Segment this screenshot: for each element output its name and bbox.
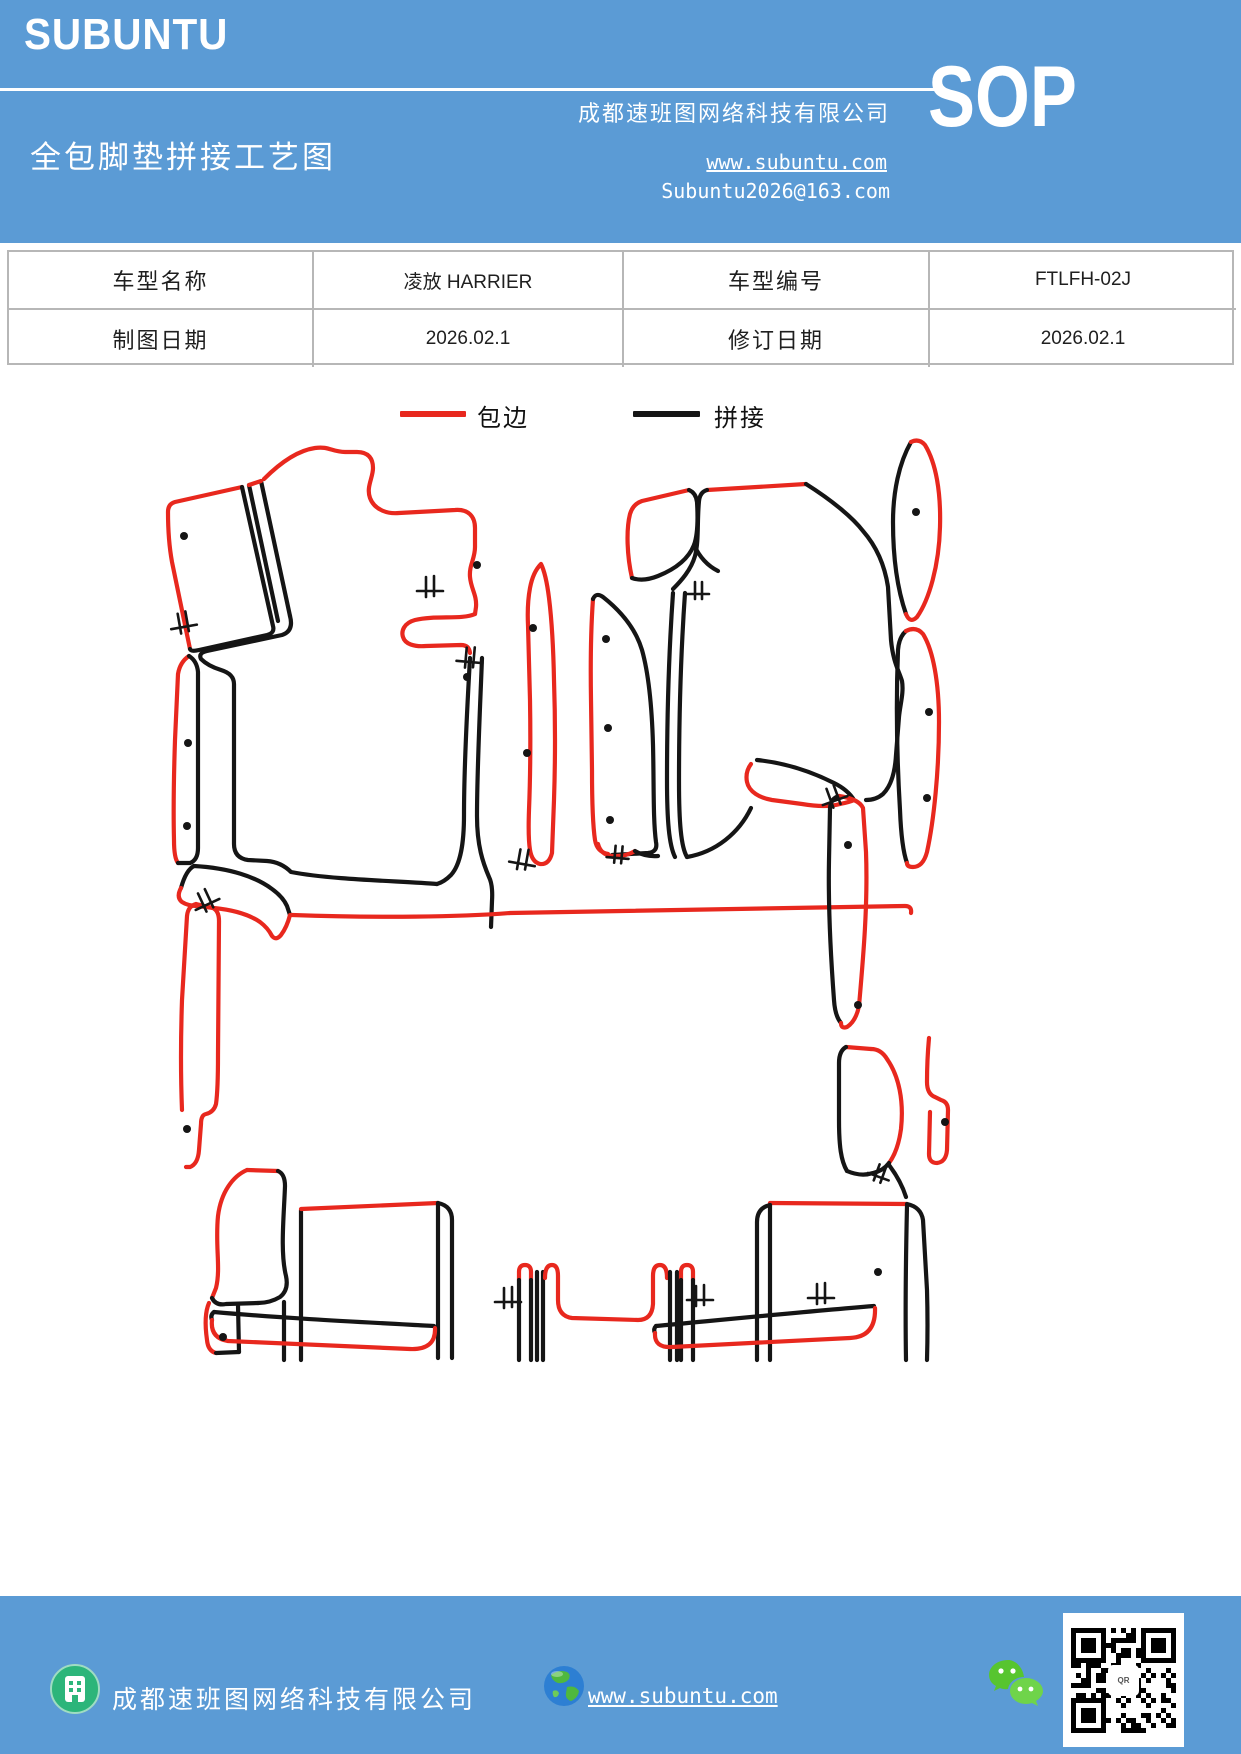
globe-icon xyxy=(544,1666,584,1706)
header-divider xyxy=(0,88,936,91)
draw-date-label: 制图日期 xyxy=(9,310,314,367)
model-name-label: 车型名称 xyxy=(9,252,314,310)
qr-code: QR xyxy=(1063,1613,1184,1747)
company-building-icon xyxy=(50,1664,100,1714)
alignment-dots xyxy=(180,508,949,1341)
header-email: Subuntu2026@163.com xyxy=(661,179,890,203)
line-legend: 包边 拼接 xyxy=(0,398,1241,434)
front-left-mat-group xyxy=(165,445,495,941)
qr-grid: QR xyxy=(1071,1627,1176,1733)
rear-right-mat-group xyxy=(652,1044,930,1363)
revise-date-value: 2026.02.1 xyxy=(1040,327,1126,349)
model-code-label: 车型编号 xyxy=(624,252,930,310)
center-red-connector-line xyxy=(289,903,914,919)
legend-black-label: 拼接 xyxy=(714,406,766,432)
model-code-value: FTLFH-02J xyxy=(930,252,1236,310)
footer-banner xyxy=(0,1596,1241,1754)
legend-black-line-swatch xyxy=(633,411,700,417)
legend-red-label: 包边 xyxy=(477,406,529,432)
page-title: 全包脚垫拼接工艺图 xyxy=(30,140,336,175)
header-website-link[interactable]: www.subuntu.com xyxy=(706,150,887,174)
right-door-sill-strip xyxy=(826,793,869,1030)
footer-website-link[interactable]: www.subuntu.com xyxy=(588,1684,778,1708)
brand-logo: SUBUNTU xyxy=(24,10,229,59)
stitch-stop-marks xyxy=(169,574,890,1310)
model-name-value: 凌放 HARRIER xyxy=(314,252,624,310)
right-edge-blade-pieces xyxy=(890,438,951,1166)
mat-pattern-diagram xyxy=(165,438,951,1363)
footer-company-name: 成都速班图网络科技有限公司 xyxy=(112,1687,477,1714)
draw-date-value: 2026.02.1 xyxy=(314,310,624,367)
revise-date-label: 修订日期 xyxy=(624,310,930,367)
wechat-icon xyxy=(989,1660,1043,1706)
legend-red-line-swatch xyxy=(400,411,466,417)
vehicle-info-table: 车型名称 凌放 HARRIER 车型编号 FTLFH-02J 制图日期 2026… xyxy=(7,250,1236,367)
header-company-name: 成都速班图网络科技有限公司 xyxy=(577,101,890,126)
front-right-mat-group xyxy=(525,481,905,867)
header-banner: SUBUNTU 成都速班图网络科技有限公司 全包脚垫拼接工艺图 www.subu… xyxy=(0,0,1241,243)
sop-badge: SOP xyxy=(928,49,1077,145)
rear-left-mat-group xyxy=(203,1167,455,1363)
qr-center-logo: QR xyxy=(1108,1664,1139,1696)
